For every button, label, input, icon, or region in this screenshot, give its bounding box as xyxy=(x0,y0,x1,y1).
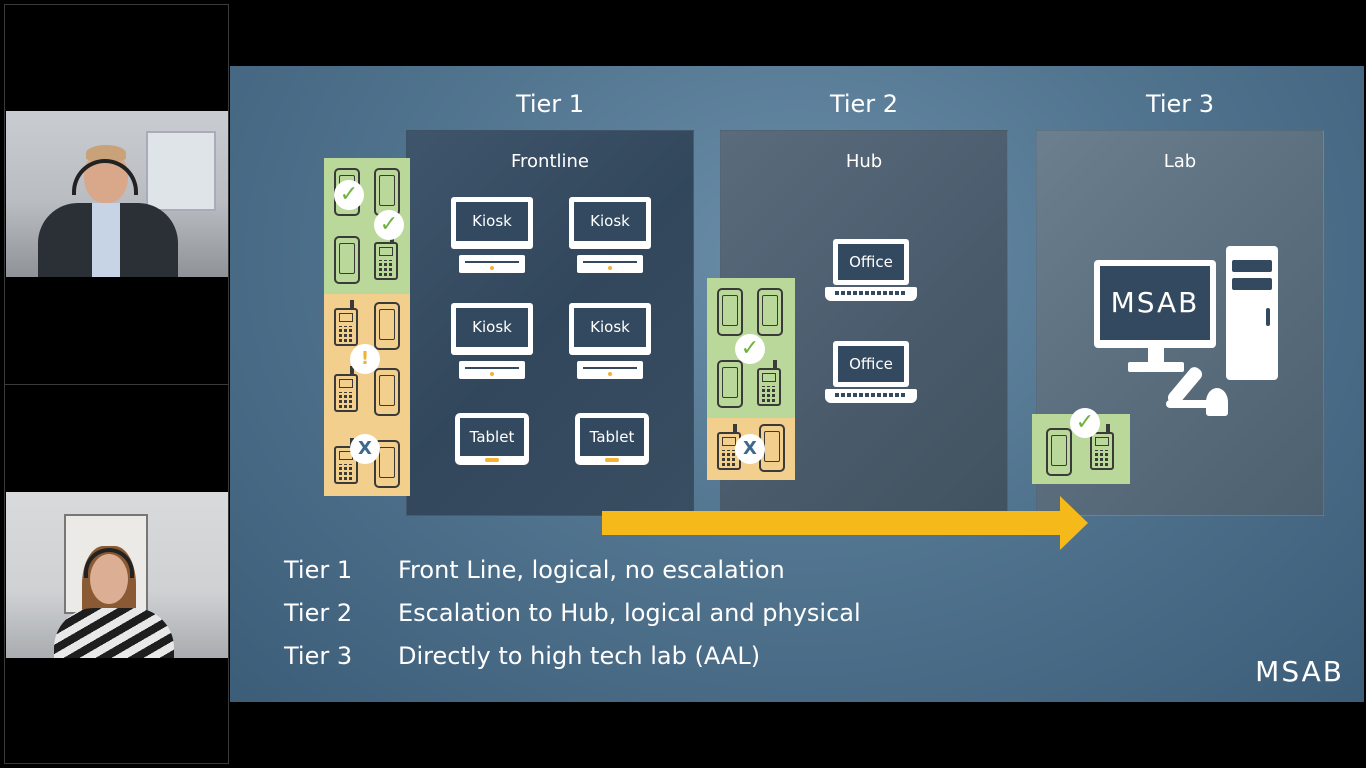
smartphone-icon xyxy=(1046,428,1072,476)
monitor-stand xyxy=(1148,348,1164,362)
status-ok-block: ✓ xyxy=(707,278,795,418)
tablet-label: Tablet xyxy=(460,418,524,456)
office-label: Office xyxy=(838,346,904,382)
pc-tower-icon xyxy=(1226,246,1278,380)
feature-phone-icon xyxy=(334,366,358,412)
office-label: Office xyxy=(838,244,904,280)
participant-body xyxy=(54,608,174,658)
cross-icon: X xyxy=(350,434,380,464)
kiosk-4: Kiosk xyxy=(569,303,651,383)
headset-icon xyxy=(84,548,134,578)
escalation-arrow xyxy=(602,511,1062,535)
participant-video-1[interactable] xyxy=(6,111,228,277)
chip-reader-base xyxy=(1166,400,1226,408)
lab-screen-brand: MSAB xyxy=(1100,266,1210,340)
smartphone-icon xyxy=(334,236,360,284)
status-escalate-block: ! X xyxy=(324,294,410,496)
tablet-label: Tablet xyxy=(580,418,644,456)
check-icon: ✓ xyxy=(374,210,404,240)
kiosk-3: Kiosk xyxy=(451,303,533,383)
smartphone-icon xyxy=(374,168,400,216)
tier-2-device-column: ✓ X xyxy=(707,278,795,480)
warning-icon: ! xyxy=(350,344,380,374)
participant-shirt xyxy=(92,203,120,277)
smartphone-icon xyxy=(757,288,783,336)
legend-tier-description: Directly to high tech lab (AAL) xyxy=(398,642,761,670)
kiosk-1: Kiosk xyxy=(451,197,533,277)
legend-tier-label: Tier 1 xyxy=(284,556,353,584)
participant-sidebar xyxy=(4,4,229,764)
hub-title: Hub xyxy=(845,151,883,172)
feature-phone-icon xyxy=(374,234,398,280)
feature-phone-icon xyxy=(1090,424,1114,470)
lab-title: Lab xyxy=(1163,151,1197,172)
tier-1-header: Tier 1 xyxy=(515,90,585,118)
lab-monitor: MSAB xyxy=(1094,260,1216,348)
kiosk-label: Kiosk xyxy=(574,202,646,241)
window-background xyxy=(146,131,216,211)
smartphone-icon xyxy=(717,360,743,408)
tier-3-header: Tier 3 xyxy=(1145,90,1215,118)
cross-icon: X xyxy=(735,434,765,464)
status-ok-block: ✓ xyxy=(1032,408,1130,484)
smartphone-icon xyxy=(374,440,400,488)
feature-phone-icon xyxy=(757,360,781,406)
tier-3-device-column: ✓ xyxy=(1032,408,1130,484)
tablet-1: Tablet xyxy=(455,413,529,465)
arrow-right-icon xyxy=(1060,496,1088,550)
kiosk-2: Kiosk xyxy=(569,197,651,277)
monitor-foot xyxy=(1128,362,1184,372)
smartphone-icon xyxy=(374,368,400,416)
tablet-2: Tablet xyxy=(575,413,649,465)
participant-video-2[interactable] xyxy=(6,492,228,658)
tier-1-device-column: ✓ ✓ ! X xyxy=(324,158,410,496)
sidebar-divider xyxy=(5,384,228,385)
legend-tier-description: Front Line, logical, no escalation xyxy=(398,556,785,584)
kiosk-label: Kiosk xyxy=(456,308,528,347)
headset-icon xyxy=(72,159,138,195)
legend-tier-description: Escalation to Hub, logical and physical xyxy=(398,599,861,627)
frontline-title: Frontline xyxy=(510,151,589,172)
check-icon: ✓ xyxy=(1070,408,1100,438)
office-laptop-2: Office xyxy=(825,341,917,405)
status-ok-block: ✓ ✓ xyxy=(324,158,410,294)
frontline-panel: Frontline Kiosk Kiosk Kiosk Kiosk Tablet… xyxy=(406,130,694,516)
check-icon: ✓ xyxy=(334,180,364,210)
smartphone-icon xyxy=(717,288,743,336)
feature-phone-icon xyxy=(334,300,358,346)
tier-2-header: Tier 2 xyxy=(829,90,899,118)
kiosk-label: Kiosk xyxy=(574,308,646,347)
check-icon: ✓ xyxy=(735,334,765,364)
participant-hair xyxy=(86,145,126,161)
office-laptop-1: Office xyxy=(825,239,917,303)
legend-tier-label: Tier 2 xyxy=(284,599,353,627)
kiosk-label: Kiosk xyxy=(456,202,528,241)
msab-logo: MSAB xyxy=(1255,655,1344,688)
legend-tier-label: Tier 3 xyxy=(284,642,353,670)
status-escalate-block: X xyxy=(707,418,795,480)
shared-slide: Tier 1 Tier 2 Tier 3 Frontline Kiosk Kio… xyxy=(230,66,1364,702)
smartphone-icon xyxy=(374,302,400,350)
